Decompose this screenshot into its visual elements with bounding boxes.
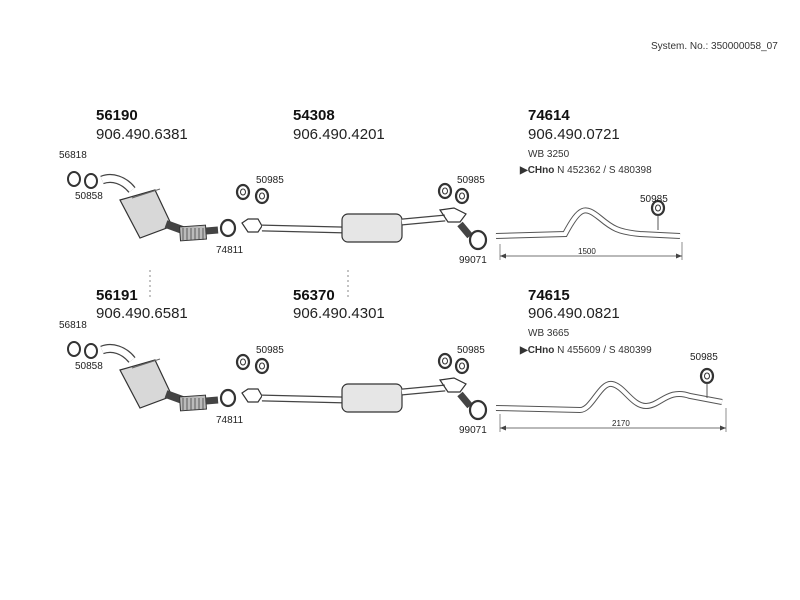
chassis-arrow-icon: ▶ xyxy=(520,165,528,176)
rear-clamp-label: 99071 xyxy=(459,255,487,266)
rear-oem-number: 906.490.0721 xyxy=(528,126,620,143)
hanger-left-label: 50985 xyxy=(256,345,284,356)
catalytic-converter xyxy=(119,189,173,239)
clamp-label: 74811 xyxy=(216,245,244,256)
front-part-number: 56191 xyxy=(96,287,138,304)
chassis-number-label: ▶CHno N 455609 / S 480399 xyxy=(520,345,652,356)
flex-pipe xyxy=(179,394,207,412)
flex-pipe xyxy=(179,224,207,242)
middle-oem-number: 906.490.4201 xyxy=(293,126,385,143)
rear-part-number: 74614 xyxy=(528,107,570,124)
clamp xyxy=(219,388,237,408)
middle-silencer xyxy=(341,383,403,413)
middle-part-number: 56370 xyxy=(293,287,335,304)
front-oem-number: 906.490.6381 xyxy=(96,126,188,143)
hanger-mid-left-b xyxy=(254,357,270,375)
system-number: System. No.: 350000058_07 xyxy=(651,41,778,52)
hanger-right-label: 50985 xyxy=(457,175,485,186)
exhaust-row-2 xyxy=(67,341,727,432)
gasket-ring-b xyxy=(84,173,98,189)
hanger-right-label: 50985 xyxy=(457,345,485,356)
hanger-mid-left-a xyxy=(235,183,251,201)
catalytic-converter xyxy=(119,359,173,409)
gasket-b-label: 50858 xyxy=(75,191,103,202)
hanger-rear xyxy=(699,367,715,385)
chassis-number-label: ▶CHno N 452362 / S 480398 xyxy=(520,165,652,176)
gasket-a-label: 56818 xyxy=(59,150,87,161)
clamp-label: 74811 xyxy=(216,415,244,426)
rear-oem-number: 906.490.0821 xyxy=(528,305,620,322)
gasket-a-label: 56818 xyxy=(59,320,87,331)
hanger-mid-right-b xyxy=(454,357,470,375)
rear-length-label: 1500 xyxy=(578,247,596,256)
middle-oem-number: 906.490.4301 xyxy=(293,305,385,322)
gasket-b-label: 50858 xyxy=(75,361,103,372)
hanger-mid-right-b xyxy=(454,187,470,205)
middle-part-number: 54308 xyxy=(293,107,335,124)
clamp xyxy=(219,218,237,238)
wheelbase-label: WB 3250 xyxy=(528,149,570,160)
front-part-number: 56190 xyxy=(96,107,138,124)
hanger-mid-left-b xyxy=(254,187,270,205)
rear-length-label: 2170 xyxy=(612,419,630,428)
rear-clamp xyxy=(468,229,488,251)
rear-clamp-label: 99071 xyxy=(459,425,487,436)
wheelbase-label: WB 3665 xyxy=(528,328,570,339)
chassis-arrow-icon: ▶ xyxy=(520,345,528,356)
front-oem-number: 906.490.6581 xyxy=(96,305,188,322)
rear-clamp xyxy=(468,399,488,421)
hanger-mid-right-a xyxy=(437,182,453,200)
gasket-ring-a xyxy=(67,341,81,357)
hanger-mid-left-a xyxy=(235,353,251,371)
hanger-rear-label: 50985 xyxy=(640,194,668,205)
rear-pipe xyxy=(495,207,681,239)
gasket-ring-b xyxy=(84,343,98,359)
hanger-rear-label: 50985 xyxy=(690,352,718,363)
hanger-left-label: 50985 xyxy=(256,175,284,186)
middle-silencer xyxy=(341,213,403,243)
rear-part-number: 74615 xyxy=(528,287,570,304)
gasket-ring-a xyxy=(67,171,81,187)
hanger-mid-right-a xyxy=(437,352,453,370)
exhaust-row-1 xyxy=(67,171,683,260)
